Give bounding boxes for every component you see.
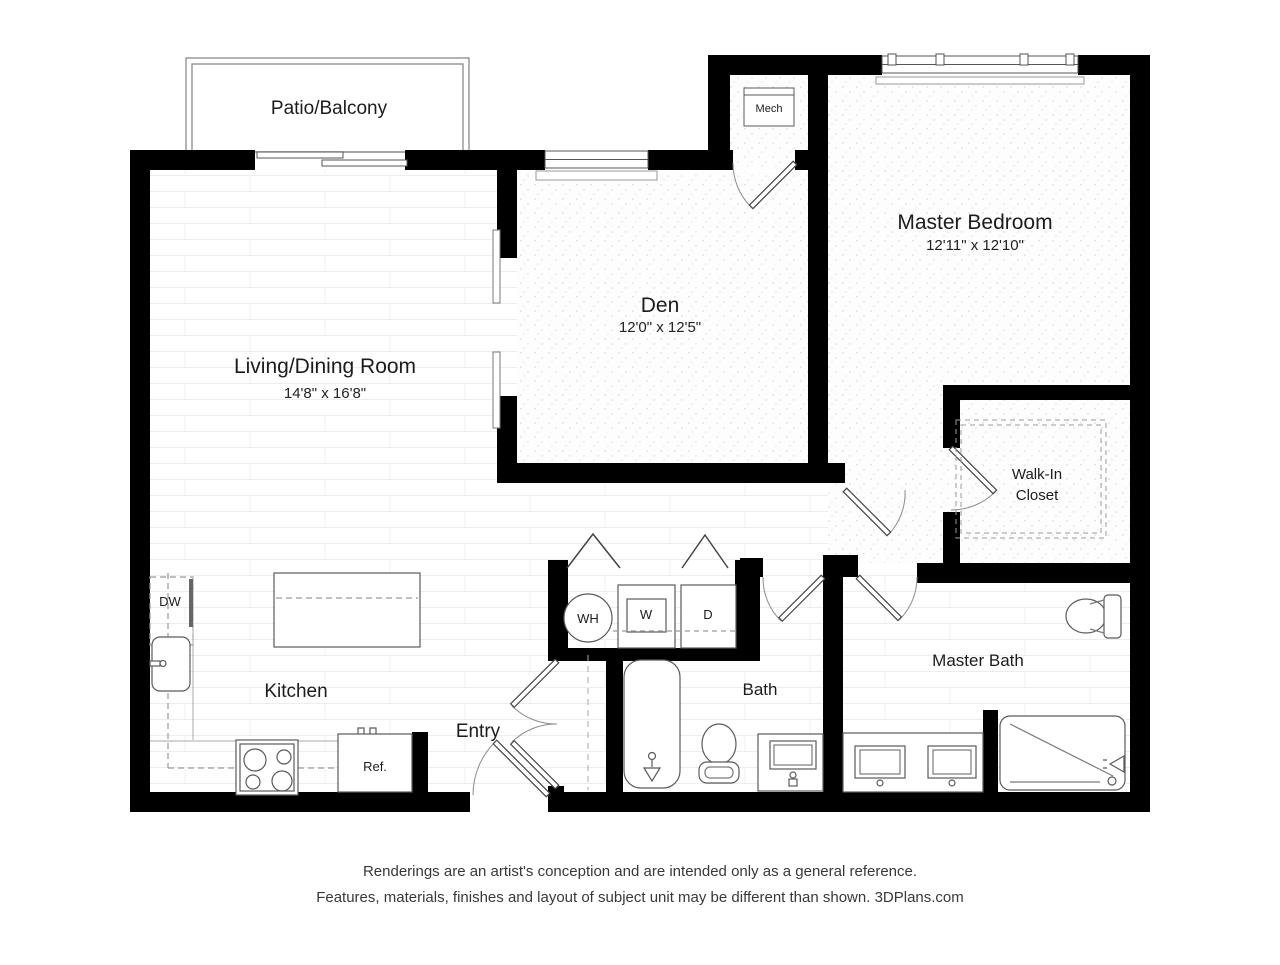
room-labels: Patio/Balcony Living/Dining Room 14'8" x… (234, 98, 1062, 742)
mech-door-leaf (748, 160, 798, 210)
bath-toilet (698, 723, 740, 784)
master-bath-door-arc (899, 576, 918, 620)
wall-segment (708, 55, 882, 75)
wall-segment (548, 792, 1150, 812)
entry-door-leaf (492, 739, 551, 798)
hall-door-b-arc (511, 723, 558, 743)
wall-segment (130, 150, 255, 170)
disclaimer-line-1: Renderings are an artist's conception an… (363, 863, 917, 880)
mech-unit (743, 87, 795, 127)
master-toilet (1065, 594, 1122, 639)
stove (235, 739, 299, 796)
wall-segment (735, 560, 760, 661)
hall-door-b-leaf (509, 739, 560, 790)
master-vanity (842, 732, 984, 793)
closet-shelving-inner (960, 424, 1102, 534)
living-room-label: Living/Dining Room (234, 355, 416, 378)
dryer (680, 584, 737, 649)
windows (256, 53, 1085, 429)
disclaimer-line-2: Features, materials, finishes and layout… (316, 889, 964, 906)
wall-segment (405, 150, 545, 170)
closet-mech-details (587, 87, 1107, 790)
wall-segment (606, 648, 623, 792)
bath-vanity (757, 733, 824, 792)
floor-textures (150, 75, 1130, 792)
shower (999, 715, 1126, 791)
washer-label: W (640, 607, 653, 622)
den-opening-jambs (492, 229, 501, 429)
entry-door-arc (472, 741, 496, 796)
bedroom-door-leaf (842, 487, 892, 537)
closet-door-arc (950, 491, 996, 511)
wall-segment (130, 792, 470, 812)
entry-label: Entry (456, 721, 501, 742)
water-heater-label: WH (577, 611, 599, 626)
wall-segment (497, 166, 517, 258)
walls (130, 55, 1150, 812)
wall-segment (917, 563, 1130, 583)
master-bedroom-label: Master Bedroom (897, 211, 1052, 234)
wall-segment (943, 512, 960, 570)
doors (472, 160, 998, 798)
living-room-dims: 14'8" x 16'8" (284, 385, 366, 402)
bathtub (623, 659, 681, 789)
master-bedroom-dims: 12'11" x 12'10" (926, 237, 1024, 254)
dishwasher-label: DW (159, 594, 181, 609)
kitchen-sink (149, 636, 191, 692)
wall-segment (943, 385, 1130, 400)
laundry-bifold-doors (566, 532, 729, 569)
kitchen-label: Kitchen (264, 681, 327, 702)
patio-label: Patio/Balcony (271, 98, 388, 119)
wall-segment (548, 560, 568, 661)
appliance-labels: DW Ref. WH W D (159, 594, 713, 774)
wall-segment (983, 710, 998, 792)
mech-label: Mech (756, 103, 783, 115)
dryer-label: D (703, 607, 712, 622)
door-leaves (492, 160, 998, 798)
wall-segment (497, 463, 845, 483)
disclaimer-text: Renderings are an artist's conception an… (316, 863, 964, 906)
bath-label: Bath (743, 680, 778, 699)
wall-segment (130, 150, 150, 812)
patio-sliding-door (256, 151, 408, 167)
master-bath-label: Master Bath (932, 651, 1024, 670)
master-bedroom-window (875, 53, 1085, 85)
door-swing-arcs (472, 162, 996, 796)
master-bath-fixtures (842, 594, 1126, 793)
refrigerator (337, 727, 413, 793)
den-dims: 12'0" x 12'5" (619, 319, 701, 336)
wall-segment (1130, 55, 1150, 812)
wall-segment (823, 555, 843, 792)
den-carpet (517, 172, 808, 463)
den-window (535, 150, 658, 181)
hall-door-a-leaf (509, 658, 560, 709)
laundry-fixtures (563, 584, 737, 649)
wall-segment (943, 400, 960, 448)
wall-segment (708, 55, 730, 170)
bedroom-carpet (828, 75, 1130, 563)
mech-door-arc (732, 162, 752, 208)
kitchen-island (273, 572, 421, 648)
wall-segment (412, 732, 428, 792)
bifold-right (681, 533, 729, 569)
closet-shelving-outer (955, 419, 1107, 539)
bifold-left (566, 532, 621, 569)
refrigerator-label: Ref. (363, 759, 387, 774)
bath-door-leaf (777, 574, 826, 623)
dishwasher-handle (189, 579, 193, 627)
walk-in-closet-label-1: Walk-In (1012, 466, 1062, 483)
master-bath-door-leaf (855, 574, 903, 622)
wall-segment (808, 55, 828, 483)
wall-segment (548, 648, 760, 661)
wall-segment (1078, 55, 1150, 75)
kitchen-fixtures (149, 572, 421, 796)
bedroom-door-arc (888, 489, 906, 535)
washer (617, 584, 676, 649)
bath-fixtures (623, 659, 824, 792)
walk-in-closet-label-2: Closet (1016, 487, 1059, 504)
den-label: Den (641, 294, 680, 317)
water-heater (563, 593, 613, 643)
wall-segment (497, 396, 517, 483)
bath-door-arc (762, 576, 782, 622)
